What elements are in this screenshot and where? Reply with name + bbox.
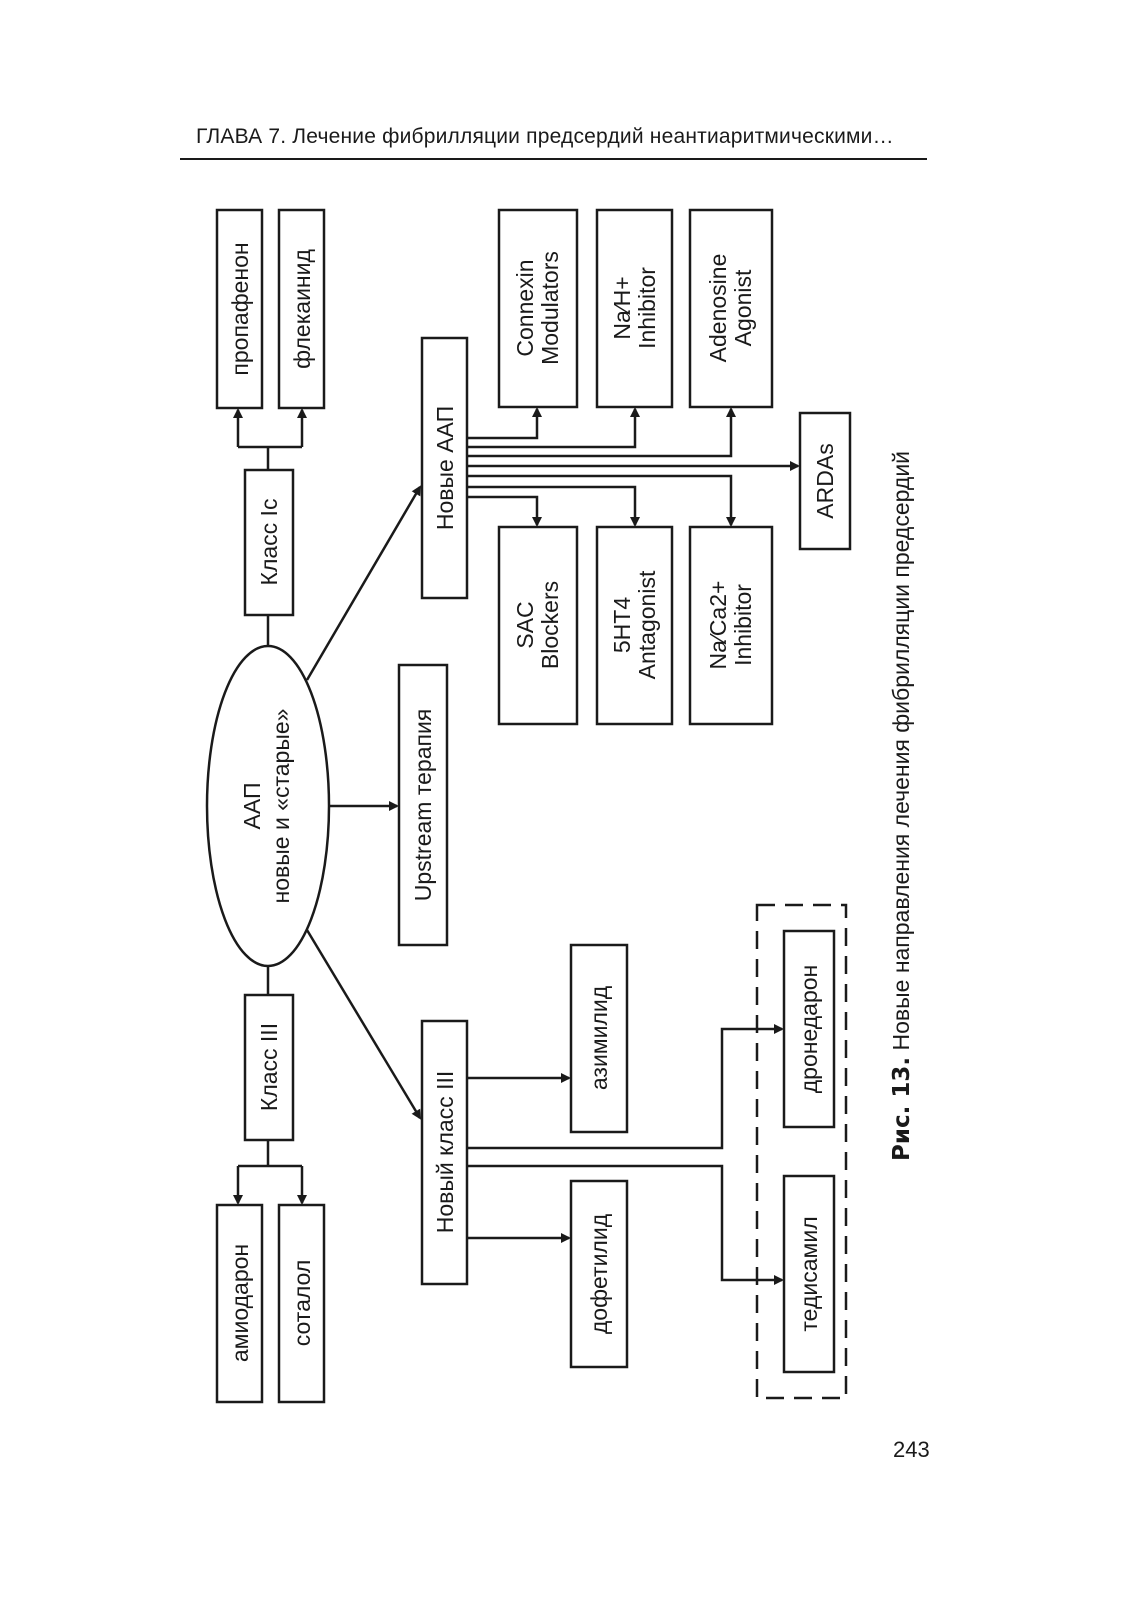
dofetilide-label: дофетилид <box>586 1213 612 1334</box>
propafenone-label: пропафенон <box>227 242 253 375</box>
dronedarone-label: дронедарон <box>796 965 822 1094</box>
class-iii-label: Класс III <box>256 1023 282 1111</box>
new-aap-box <box>420 336 469 600</box>
naca-label-line1: Na⁄Ca2+ <box>705 581 731 670</box>
arrow-to-nah <box>467 407 640 449</box>
arrow-to-dronedarone <box>467 1024 784 1150</box>
new-aap-label: Новые ААП <box>432 406 458 530</box>
class-ic-label: Класс Ic <box>256 499 282 586</box>
naca-box <box>688 525 774 726</box>
adenosine-label-line1: Adenosine <box>705 254 731 363</box>
adenosine-label-line2: Agonist <box>730 269 756 346</box>
connexin-label-line1: Connexin <box>512 259 538 356</box>
caption-text: Новые направления лечения фибрилляции пр… <box>888 451 914 1057</box>
upstream-label: Upstream терапия <box>410 709 436 902</box>
ardas-label: ARDAs <box>812 443 838 518</box>
dashed-group-box <box>755 903 848 1400</box>
sac-box <box>497 525 579 726</box>
header-rule <box>180 158 927 160</box>
upstream-box <box>397 663 449 947</box>
tedisamil-box <box>782 1174 836 1374</box>
ardas-box <box>798 411 852 551</box>
tedisamil-label: тедисамил <box>796 1216 822 1331</box>
connexin-label-line2: Modulators <box>537 251 563 365</box>
running-header: ГЛАВА 7. Лечение фибрилляции предсердий … <box>196 125 894 148</box>
flecainide-label: флекаинид <box>289 249 315 369</box>
dronedarone-box <box>782 929 836 1129</box>
5ht4-box <box>595 525 674 726</box>
sac-label-line1: SAC <box>512 601 538 648</box>
dofetilide-box <box>569 1179 629 1369</box>
arrow-to-adenosine <box>467 407 736 458</box>
azimilide-box <box>569 943 629 1134</box>
figure-caption: Рис. 13. Новые направления лечения фибри… <box>888 451 915 1161</box>
arrow-to-tedisamil <box>467 1164 784 1285</box>
arrow-to-5ht4 <box>467 485 640 527</box>
sotalol-label: соталол <box>289 1260 315 1347</box>
arrow-to-new-aap <box>305 485 422 681</box>
amiodarone-label: амиодарон <box>227 1244 253 1362</box>
center-label-line2: новые и «старые» <box>268 709 294 904</box>
naca-label-line2: Inhibitor <box>730 584 756 666</box>
arrow-to-naca <box>467 474 736 527</box>
center-label-line1: ААП <box>239 783 265 830</box>
new-class-iii-box <box>420 1019 469 1286</box>
new-class-iii-label: Новый класс III <box>432 1071 458 1233</box>
5ht4-label-line2: Antagonist <box>634 570 660 679</box>
arrow-to-connexin <box>467 407 542 440</box>
amiodarone-box <box>215 1203 264 1404</box>
nah-label-line1: Na⁄H+ <box>609 276 635 339</box>
class-ic-connector <box>238 445 302 470</box>
sac-label-line2: Blockers <box>537 581 563 669</box>
caption-label: Рис. 13. <box>889 1057 915 1161</box>
class-iii-connector <box>238 1140 302 1168</box>
5ht4-label-line1: 5HT4 <box>609 597 635 653</box>
nah-label-line2: Inhibitor <box>634 267 660 349</box>
azimilide-label: азимилид <box>586 985 612 1090</box>
arrow-to-new-class-iii <box>305 929 422 1120</box>
sotalol-box <box>277 1203 326 1404</box>
arrow-to-sac <box>467 495 542 527</box>
page-number: 243 <box>893 1437 930 1462</box>
